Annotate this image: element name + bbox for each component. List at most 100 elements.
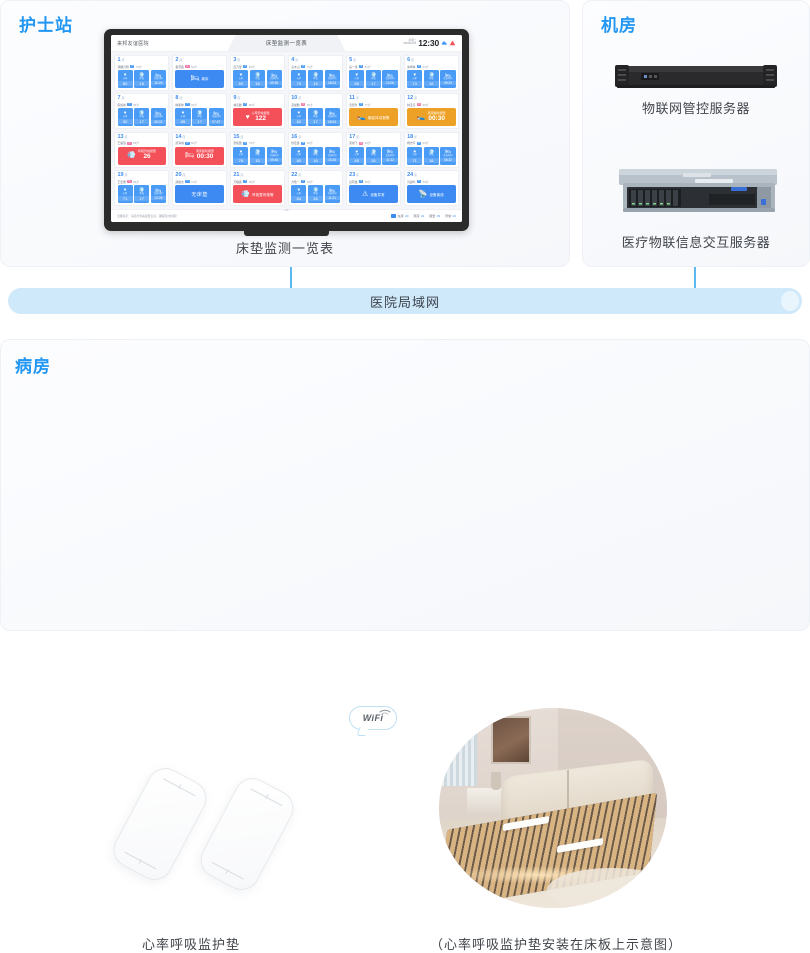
- date-block: 星期二 2025/02/21: [403, 39, 416, 46]
- clock-time: 12:30: [418, 38, 439, 48]
- bed-number: 19: [117, 172, 124, 179]
- stat-label: 离床: [413, 214, 420, 218]
- screen-header: 来邦友谊医院 床垫监测一览表 星期二 2025/02/21 12:30: [111, 35, 462, 52]
- stat-label: 报警: [429, 214, 436, 218]
- heart-icon: ♥: [297, 187, 301, 193]
- time-icon: 🛏: [271, 72, 278, 78]
- breath-icon: 💨: [138, 110, 145, 116]
- time-icon: 🛏: [387, 149, 393, 155]
- breath-icon: 💨: [138, 187, 145, 193]
- lan-bar-endcap: [780, 290, 800, 312]
- patient-age: 63岁: [364, 179, 371, 184]
- metric-value: 82: [291, 119, 307, 125]
- screen-tab-title[interactable]: 床垫监测一览表: [227, 35, 346, 51]
- time-icon: 🛏: [329, 149, 335, 155]
- nurse-station-panel: 护士站 来邦友谊医院 床垫监测一览表 星期二 2025/02/21 12:30: [0, 0, 570, 267]
- time-icon: 🛏: [155, 72, 162, 78]
- bed-number-unit: 床: [237, 58, 241, 62]
- metric-label: 心率: [296, 154, 301, 157]
- hospital-lan-bar: 医院局域网: [8, 288, 802, 314]
- banner-status-text: 设备离线: [429, 192, 444, 197]
- time-icon: 🛏: [329, 187, 335, 193]
- bed-number: 15: [233, 133, 240, 140]
- patient-age: 80岁: [248, 102, 255, 107]
- metric-value: 90: [117, 119, 133, 125]
- patient-sex-badge: 男: [185, 103, 190, 107]
- patient-name: 方鼎一: [291, 179, 300, 184]
- metric-label: 心率: [412, 154, 417, 157]
- patient-age: 76岁: [135, 64, 142, 69]
- banner-status-text: 呼吸暂停报警: [252, 192, 274, 197]
- metric-label: 心率: [122, 115, 128, 118]
- breath-icon: 💨: [428, 72, 435, 77]
- metric-value: 07:47: [208, 119, 224, 124]
- nurse-station-title: 护士站: [19, 16, 73, 35]
- patient-sex-badge: 男: [416, 64, 422, 69]
- patient-name: 董若函: [175, 64, 184, 69]
- network-connector-right: [694, 267, 696, 291]
- patient-age: 60岁: [306, 102, 313, 107]
- banner-status-text: 躺姿体动报警: [367, 115, 390, 120]
- time-icon: 🛏: [387, 72, 393, 78]
- metric-label: 心率: [180, 115, 186, 118]
- metric-label: 呼吸: [429, 154, 434, 157]
- patient-name: 吴斌鹏: [291, 102, 300, 107]
- bed-number: 13: [117, 133, 124, 140]
- patient-sex-badge: 男: [301, 180, 306, 184]
- grid-pager[interactable]: ‹ 1/2 ›: [283, 209, 290, 212]
- metric-value: 16: [423, 80, 439, 86]
- banner-alert-label: 呼吸异常报警: [138, 149, 157, 154]
- bed-number-unit: 床: [237, 96, 241, 101]
- time-icon: 🛏: [213, 110, 220, 116]
- breath-icon: 💨: [428, 148, 435, 154]
- patient-sex-badge: 女: [127, 180, 132, 184]
- metric-value: 69: [233, 80, 249, 86]
- metric-label: 在床时间: [327, 193, 337, 196]
- bed-number: 22: [291, 172, 298, 179]
- patient-sex-badge: 男: [127, 103, 132, 107]
- heart-icon: ♥: [239, 72, 243, 77]
- bed-number-unit: 床: [124, 173, 128, 178]
- metric-value: 08:34: [324, 81, 340, 86]
